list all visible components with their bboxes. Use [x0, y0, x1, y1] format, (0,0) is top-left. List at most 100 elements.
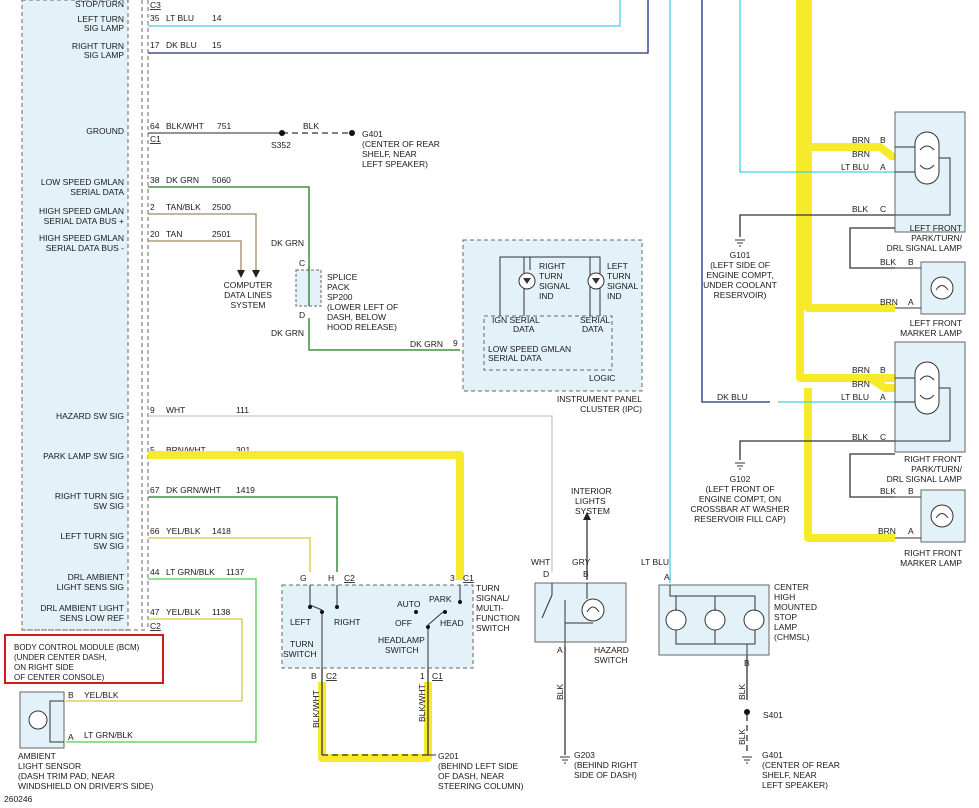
lamp-label: PARK/TURN/ — [911, 464, 962, 474]
switch-label: RIGHT — [334, 617, 360, 627]
lamp-label: RIGHT FRONT — [904, 548, 962, 558]
ground-name: G102 — [730, 474, 751, 484]
chmsl-label: CENTER — [774, 582, 809, 592]
circuit-number: 751 — [217, 121, 231, 131]
pin-label: 1 — [420, 671, 425, 681]
ground-g201: G201 (BEHIND LEFT SIDE OF DASH, NEAR STE… — [428, 751, 524, 791]
ground-desc: ENGINE COMPT, ON — [699, 494, 781, 504]
bcm-pin-label: HIGH SPEED GMLAN — [39, 206, 124, 216]
switch-title: SWITCH — [476, 623, 510, 633]
ipc-title: CLUSTER (IPC) — [580, 404, 642, 414]
pin-label: D — [543, 569, 549, 579]
bcm-pin-label: STOP/TURN — [75, 0, 124, 9]
wire-color: LT BLU — [641, 557, 669, 567]
bcm-pin-label: GROUND — [86, 126, 124, 136]
connector-label: C1 — [150, 134, 161, 144]
switch-label: HEAD — [440, 618, 464, 628]
wire-color: BLK — [880, 486, 896, 496]
wire-color: BLK — [555, 684, 565, 700]
pin-number: 66 — [150, 526, 160, 536]
ipc-label: DATA — [513, 324, 535, 334]
bcm-pin-label: LEFT TURN — [78, 14, 124, 24]
pin-number: 44 — [150, 567, 160, 577]
splice-pack-label: DASH, BELOW — [327, 312, 386, 322]
wire-color: LT BLU — [841, 162, 869, 172]
switch-title: TURN — [476, 583, 500, 593]
connector-label: C2 — [344, 573, 355, 583]
bcm-pin-labels: STOP/TURN LEFT TURN SIG LAMP RIGHT TURN … — [39, 0, 124, 623]
pin-label: B — [744, 658, 750, 668]
pin-label: B — [908, 486, 914, 496]
wire-color: BRN — [878, 526, 896, 536]
connector-label: C2 — [326, 671, 337, 681]
ground-icon — [560, 756, 570, 764]
wire-color: BRN — [852, 135, 870, 145]
ipc-label: SERIAL — [580, 315, 611, 325]
wire-color: DK BLU — [717, 392, 748, 402]
lamp-label: MARKER LAMP — [900, 558, 962, 568]
bcm-pin-label: LIGHT SENS SIG — [57, 582, 124, 592]
pin-number: 9 — [150, 405, 155, 415]
wire-color: LT BLU — [841, 392, 869, 402]
wire-color: LT GRN/BLK — [84, 730, 133, 740]
hazard-label: HAZARD — [594, 645, 629, 655]
ipc-label: IND — [539, 291, 554, 301]
chmsl-label: HIGH — [774, 592, 795, 602]
switch-label: LEFT — [290, 617, 311, 627]
ipc-label: SIGNAL — [539, 281, 570, 291]
ground-desc: STEERING COLUMN) — [438, 781, 524, 791]
ground-desc: (BEHIND RIGHT — [574, 760, 638, 770]
wire-color: LT BLU — [166, 13, 194, 23]
ipc-label: SERIAL DATA — [488, 353, 542, 363]
splice-pack-label: HOOD RELEASE) — [327, 322, 397, 332]
circuit-number: 111 — [236, 405, 249, 415]
chmsl-label: MOUNTED — [774, 602, 817, 612]
wire-color: YEL/BLK — [84, 690, 119, 700]
turn-signal-switch: G H C2 3 C1 LEFT RIGHT TURN SWITCH AUTO … — [281, 573, 520, 728]
ipc-label: RIGHT — [539, 261, 565, 271]
ground-desc: UNDER COOLANT — [703, 280, 777, 290]
lamp-label: RIGHT FRONT — [904, 454, 962, 464]
bcm-pin-label: DRL AMBIENT LIGHT — [40, 603, 124, 613]
ipc-label: IGN SERIAL — [492, 315, 540, 325]
wire-color: BRN/WHT — [166, 445, 206, 455]
switch-label: SWITCH — [385, 645, 419, 655]
hazard-label: SWITCH — [594, 655, 628, 665]
lamp-label: MARKER LAMP — [900, 328, 962, 338]
wire-color: DK GRN — [410, 339, 443, 349]
bcm-pin-label: RIGHT TURN — [72, 41, 124, 51]
ground-desc: SIDE OF DASH) — [574, 770, 637, 780]
pin-label: A — [68, 732, 74, 742]
bcm-callout-line: (UNDER CENTER DASH, — [14, 653, 107, 662]
ground-desc: SHELF, NEAR — [762, 770, 817, 780]
pin-label: A — [664, 572, 670, 582]
bcm-pin-label: HIGH SPEED GMLAN — [39, 233, 124, 243]
ground-g401-top: BLK S352 G401 (CENTER OF REAR SHELF, NEA… — [271, 121, 440, 169]
ground-name: G401 — [762, 750, 783, 760]
splice-pack-label: SPLICE — [327, 272, 358, 282]
bcm-pin-label: SERIAL DATA BUS + — [44, 216, 124, 226]
lamp-label: DRL SIGNAL LAMP — [887, 474, 963, 484]
pin-number: 17 — [150, 40, 160, 50]
ambient-light-sensor: B A YEL/BLK LT GRN/BLK AMBIENT LIGHT SEN… — [18, 690, 153, 791]
switch-label: HEADLAMP — [378, 635, 425, 645]
wire-color: BLK/WHT — [311, 690, 321, 728]
lamp-label: DRL SIGNAL LAMP — [887, 243, 963, 253]
ground-desc: CROSSBAR AT WASHER — [690, 504, 789, 514]
wire-color: DK GRN — [271, 328, 304, 338]
circuit-number: 5060 — [212, 175, 231, 185]
ipc-label: LOW SPEED GMLAN — [488, 344, 571, 354]
pin-label: 3 — [450, 573, 455, 583]
bcm-pin-label: SERIAL DATA BUS - — [46, 243, 124, 253]
pin-number: 64 — [150, 121, 160, 131]
pin-label: B — [908, 257, 914, 267]
circuit-number: 14 — [212, 13, 222, 23]
circuit-number: 1419 — [236, 485, 255, 495]
splice-pack-label: SP200 — [327, 292, 353, 302]
pin-number: 38 — [150, 175, 160, 185]
circuit-number: 301 — [236, 445, 250, 455]
wire-color: BLK — [880, 257, 896, 267]
ipc-label: TURN — [539, 271, 563, 281]
sensor-label: LIGHT SENSOR — [18, 761, 81, 771]
pin-label: B — [311, 671, 317, 681]
